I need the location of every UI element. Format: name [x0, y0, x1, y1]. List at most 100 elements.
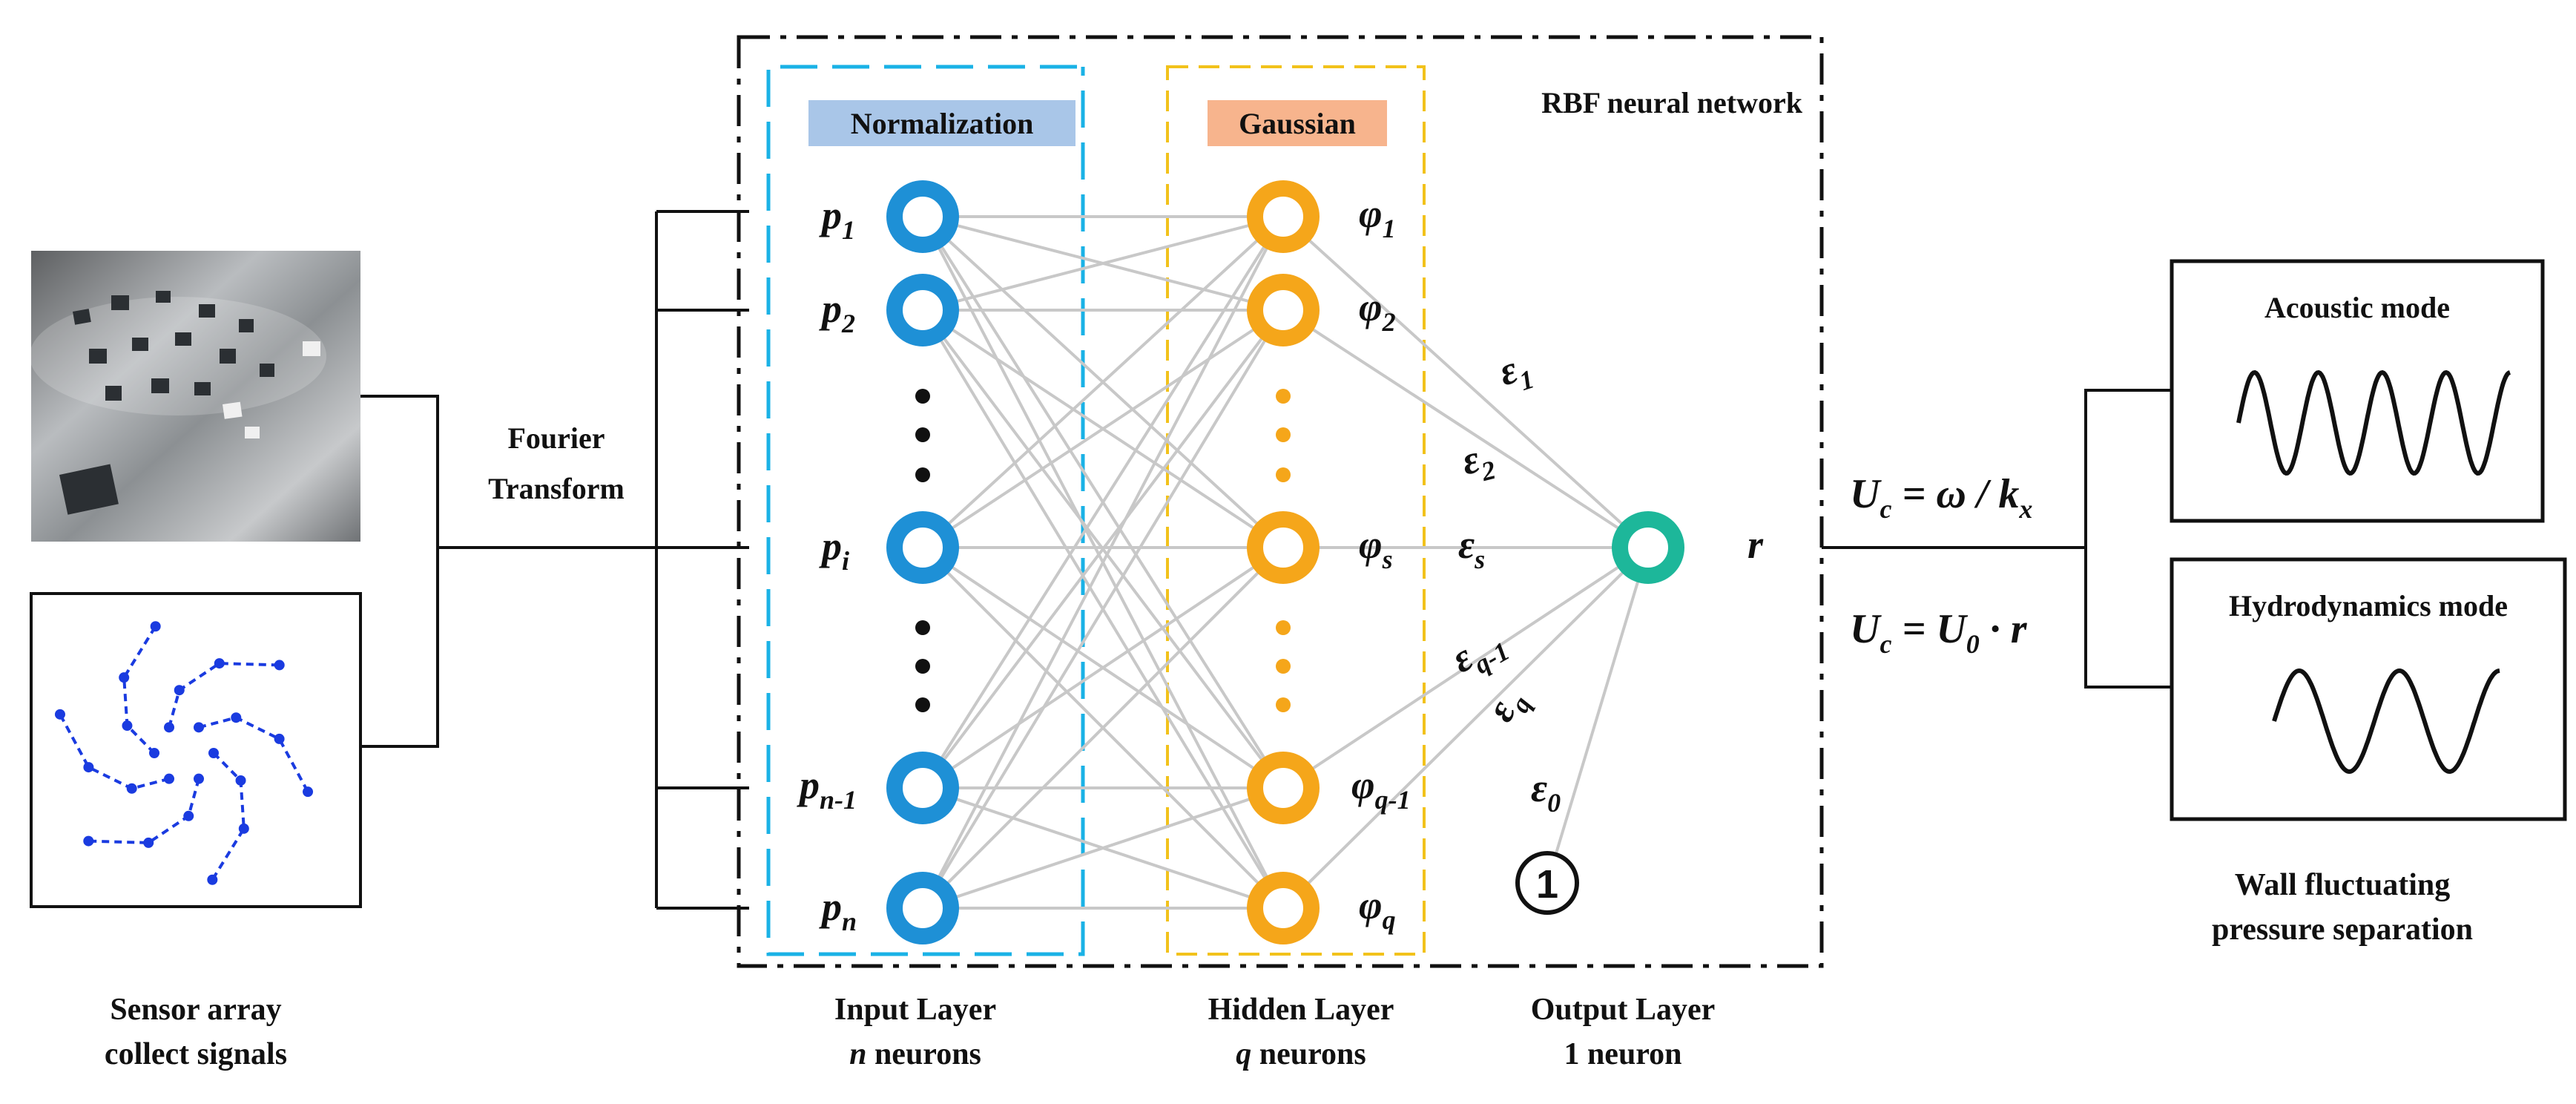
- input-symbol-n: pn: [819, 884, 857, 936]
- caption-wall-1: Wall fluctuating: [2235, 868, 2451, 902]
- caption-sensor-2: collect signals: [105, 1037, 287, 1071]
- input-hidden-link: [921, 309, 1285, 549]
- sensor-dot: [274, 733, 285, 744]
- weight-symbol-q-1: εq-1: [1443, 617, 1515, 688]
- hidden-symbol-q-1: φq-1: [1351, 763, 1411, 815]
- sensor-layout-box: [30, 592, 362, 908]
- acoustic-mode-box: [2170, 259, 2545, 523]
- input-neuron-n-1: [886, 752, 959, 824]
- hidden-symbol-s: φs: [1359, 522, 1393, 574]
- equation-convection-velocity: Uc = U0 · r: [1850, 606, 2028, 659]
- sensor-dot: [235, 775, 246, 786]
- input-symbol-n-1: pn-1: [797, 763, 857, 815]
- hidden-output-link: [1282, 546, 1650, 910]
- weight-symbol-s: εs: [1458, 522, 1485, 574]
- sensor-arm: [88, 778, 200, 844]
- hidden-symbol-1: φ1: [1359, 191, 1396, 243]
- input-hidden-link: [921, 546, 1285, 789]
- sensor-arm: [211, 752, 246, 881]
- output-neuron: [1612, 511, 1684, 584]
- normalization-label: Normalization: [851, 107, 1034, 140]
- weight-symbol-2: ε2: [1457, 433, 1498, 491]
- input-symbol-1: p1: [819, 193, 855, 245]
- input-hidden-link: [922, 215, 1284, 312]
- caption-sensor-1: Sensor array: [110, 993, 281, 1027]
- sensor-dot: [214, 658, 225, 669]
- sensor-dot: [126, 783, 137, 794]
- input-hidden-link: [921, 216, 1285, 909]
- hidden-neurons: [1247, 180, 1320, 944]
- input-hidden-link: [921, 215, 1285, 789]
- input-symbol-i: pi: [819, 524, 849, 576]
- caption-hidden-2: q neurons: [1236, 1037, 1366, 1071]
- weight-symbol-0: ε0: [1531, 766, 1561, 818]
- sensor-arm: [122, 625, 157, 755]
- bias-output-link: [1546, 547, 1650, 884]
- bias-node: [1515, 851, 1579, 915]
- sensor-dot: [274, 660, 285, 671]
- input-neuron-2: [886, 274, 959, 346]
- acoustic-label: Acoustic mode: [2264, 291, 2450, 324]
- input-bracket: [360, 210, 749, 910]
- rbf-network-frame: [737, 35, 1824, 968]
- caption-input-1: Input Layer: [834, 993, 996, 1027]
- input-neuron-i: [886, 511, 959, 584]
- input-hidden-link: [922, 786, 1284, 910]
- sensor-dot: [174, 685, 185, 696]
- sensor-array-photo: [30, 251, 360, 542]
- input-hidden-link: [921, 309, 1285, 789]
- connection-lines: [921, 215, 1650, 910]
- input-layer-box: [766, 65, 1085, 956]
- hidden-neuron-q-1: [1247, 752, 1320, 824]
- acoustic-wave: [2236, 369, 2511, 476]
- sensor-dot: [194, 773, 204, 784]
- hidden-output-link: [1282, 546, 1650, 789]
- hidden-symbols: φ1 φ2 φs φq-1 φq: [1351, 191, 1411, 935]
- hidden-layer-box: [1166, 65, 1426, 956]
- sensor-dot: [303, 786, 314, 798]
- gaussian-label: Gaussian: [1239, 107, 1356, 140]
- hydrodynamics-mode-box: [2170, 557, 2567, 821]
- sensor-dot: [238, 823, 249, 834]
- hidden-neuron-1: [1247, 180, 1320, 253]
- hidden-output-link: [1282, 215, 1650, 549]
- hydrodynamics-wave: [2272, 668, 2500, 775]
- input-hidden-link: [921, 309, 1285, 910]
- output-bracket: [1822, 389, 2172, 689]
- sensor-dot: [164, 773, 174, 784]
- sensor-dot: [164, 722, 174, 733]
- sensor-dot: [83, 762, 94, 773]
- sensor-dot: [150, 621, 161, 632]
- sensor-dot: [122, 720, 133, 732]
- weight-symbol-1: ε1: [1493, 343, 1538, 401]
- sensor-dot: [119, 672, 130, 683]
- caption-output-2: 1 neuron: [1564, 1037, 1681, 1071]
- input-hidden-link: [921, 215, 1285, 549]
- input-neurons: [886, 180, 959, 944]
- fourier-label-2: Transform: [488, 472, 625, 505]
- hidden-neuron-2: [1247, 274, 1320, 346]
- hidden-neuron-s: [1247, 511, 1320, 584]
- hidden-ellipsis: [1276, 389, 1291, 712]
- caption-hidden-1: Hidden Layer: [1208, 993, 1394, 1027]
- sensor-dot: [149, 748, 159, 758]
- sensor-dot: [207, 874, 218, 885]
- input-neuron-1: [886, 180, 959, 253]
- sensor-dot: [83, 835, 94, 847]
- sensor-dot: [194, 722, 204, 733]
- output-symbol: r: [1747, 522, 1764, 567]
- normalization-tag: [808, 100, 1075, 146]
- sensor-spiral-plot: [54, 621, 314, 885]
- rbf-title: RBF neural network: [1541, 86, 1803, 119]
- sensor-dot: [208, 748, 219, 758]
- sensor-dot: [231, 712, 242, 723]
- caption-input-2: n neurons: [849, 1037, 981, 1071]
- sensor-arm: [59, 713, 170, 790]
- sensor-dot: [183, 810, 194, 821]
- fourier-label-1: Fourier: [507, 421, 605, 455]
- bias-symbol: 1: [1536, 862, 1558, 907]
- input-symbol-2: p2: [819, 286, 855, 338]
- input-symbols: p1 p2 pi pn-1 pn: [797, 193, 857, 936]
- caption-wall-2: pressure separation: [2212, 913, 2473, 947]
